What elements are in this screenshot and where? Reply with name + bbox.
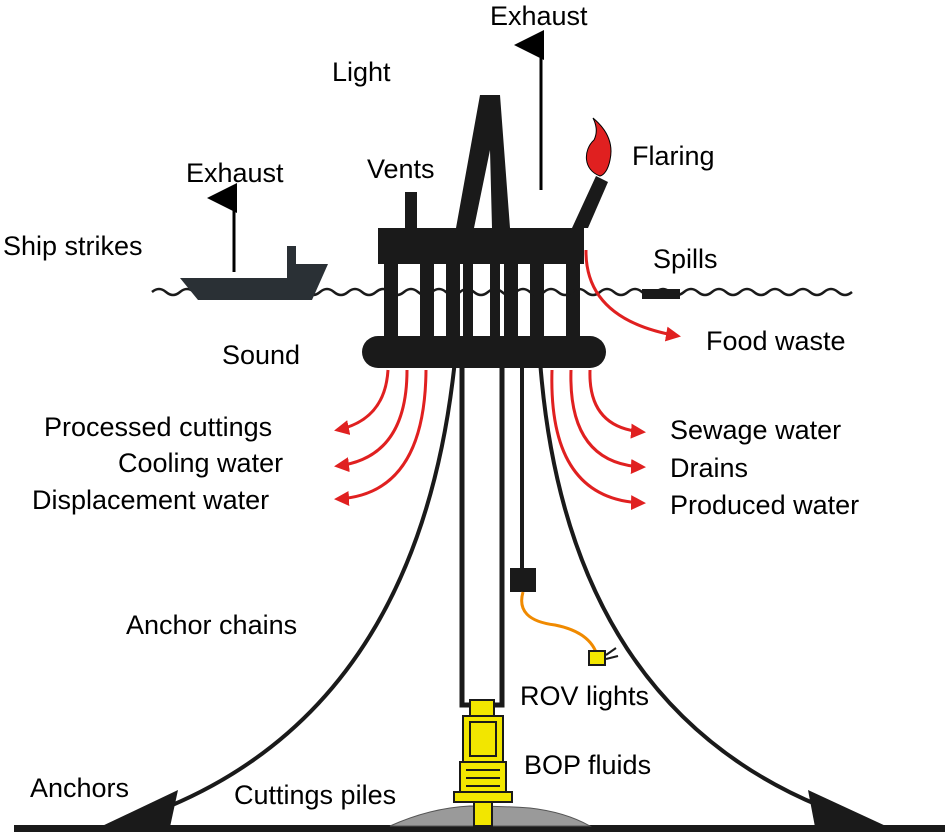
anchor-right — [808, 790, 888, 827]
label-cuttings-piles: Cuttings piles — [234, 780, 396, 810]
vent-stack — [405, 192, 417, 230]
label-sewage-water: Sewage water — [670, 415, 841, 445]
spill-patch — [642, 289, 680, 299]
label-ship-strikes: Ship strikes — [3, 231, 143, 261]
rov-light-ray-2 — [605, 655, 619, 660]
seabed-line — [14, 825, 945, 832]
arrow-drains — [569, 369, 646, 475]
label-anchors: Anchors — [30, 773, 129, 803]
anchor-chain-right — [538, 359, 821, 808]
bop-stack — [453, 699, 513, 827]
label-sound: Sound — [222, 340, 300, 370]
rov-cable — [520, 591, 599, 656]
label-anchor-chains: Anchor chains — [126, 610, 297, 640]
label-processed-cuttings: Processed cuttings — [44, 412, 272, 442]
anchor-left — [100, 790, 178, 827]
rov-light — [588, 650, 606, 666]
label-light: Light — [332, 57, 391, 87]
derrick — [456, 95, 510, 228]
arrow-cooling-water — [334, 369, 409, 473]
platform — [362, 95, 608, 368]
arrow-sewage-water — [588, 369, 646, 439]
rov-light-ray-1 — [605, 647, 617, 656]
label-flaring: Flaring — [632, 141, 715, 171]
label-rov-lights: ROV lights — [520, 681, 649, 711]
label-food-waste: Food waste — [706, 326, 846, 356]
label-cooling-water: Cooling water — [118, 448, 283, 478]
arrow-processed-cuttings — [334, 369, 390, 435]
anchor-chain-left — [169, 359, 457, 808]
riser — [459, 357, 505, 708]
label-exhaust-top: Exhaust — [490, 1, 588, 31]
label-drains: Drains — [670, 453, 748, 483]
discharge-arrows — [334, 249, 681, 511]
ship — [180, 246, 328, 300]
flare-boom — [572, 176, 608, 228]
rov-body — [510, 568, 536, 592]
label-bop-fluids: BOP fluids — [524, 750, 651, 780]
label-displacement-water: Displacement water — [32, 485, 269, 515]
arrow-produced-water — [550, 369, 646, 511]
label-exhaust-ship: Exhaust — [186, 158, 284, 188]
arrow-displacement-water — [334, 369, 428, 506]
label-vents: Vents — [367, 154, 435, 184]
label-spills: Spills — [653, 244, 718, 274]
arrow-food-waste — [584, 249, 681, 342]
flame — [586, 117, 612, 177]
label-produced-water: Produced water — [670, 490, 859, 520]
